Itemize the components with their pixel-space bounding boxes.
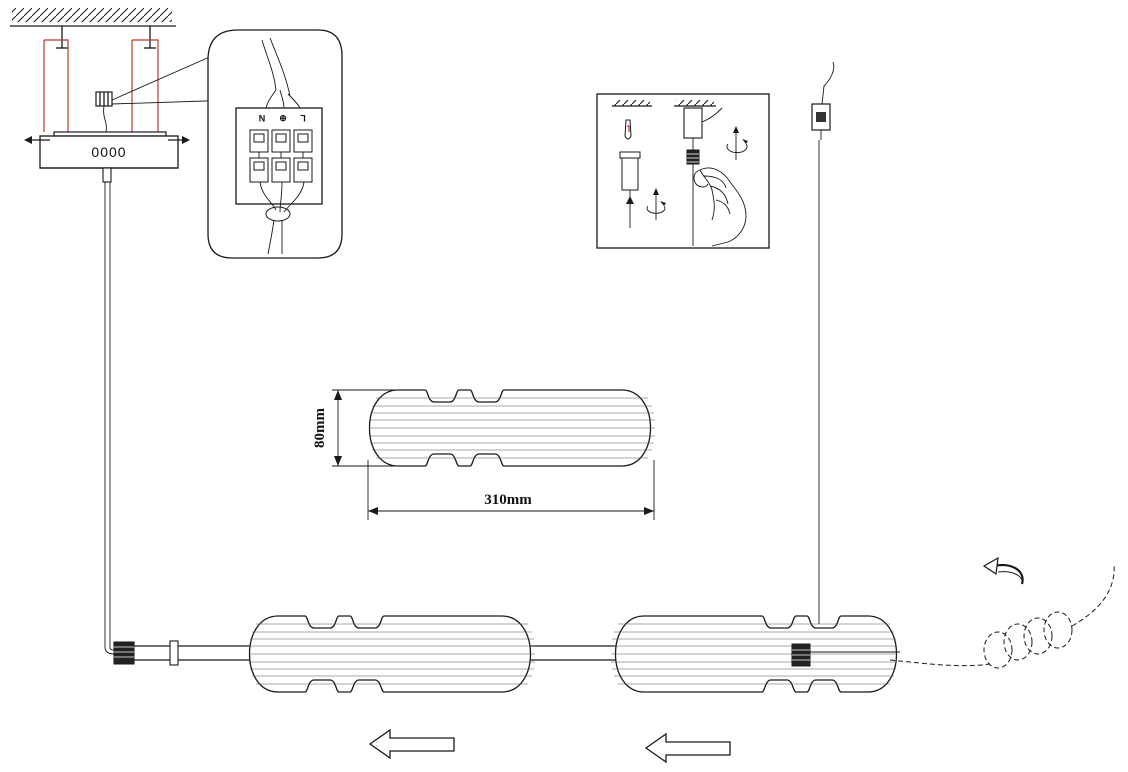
rotate-arrow-icon [726,143,748,154]
ceiling-mount: 0000 [10,8,237,183]
direction-arrow-icon [368,728,455,760]
direction-arrow-left [368,728,455,760]
ceiling-hatch-icon [12,8,172,22]
rotate-arrow-icon [993,563,1024,585]
terminal-block [235,107,323,205]
lamp-module-right [610,615,898,693]
hand-icon [699,167,747,247]
connector-left [113,641,135,665]
power-cable-left [104,182,115,655]
terminal-label-l: L [300,113,306,123]
terminal-label-earth: ⊕ [279,113,287,123]
coiled-cable [889,659,991,667]
ceiling-hatch-icon [614,100,650,106]
direction-arrow-icon [182,136,190,144]
length-dimension-label: 310mm [484,492,532,508]
terminal-detail: N ⊕ L [207,29,343,259]
direction-arrow-icon [626,196,634,204]
ceiling-hook [624,119,632,140]
canopy [39,135,179,169]
ceiling-hatch-icon [676,100,714,106]
lamp-module-left [248,615,536,693]
dimension-view: 80mm 310mm [312,389,656,520]
canopy-display-text: 0000 [91,144,126,160]
suspension-cable-right [811,61,835,624]
height-dimension-label: 80mm [312,408,328,448]
direction-arrow-icon [644,732,731,764]
direction-arrow-icon [24,136,32,144]
assembly-row [113,556,1115,693]
terminal-label-n: N [259,113,266,123]
direction-arrow-right [644,732,731,764]
hook-detail [596,93,770,249]
